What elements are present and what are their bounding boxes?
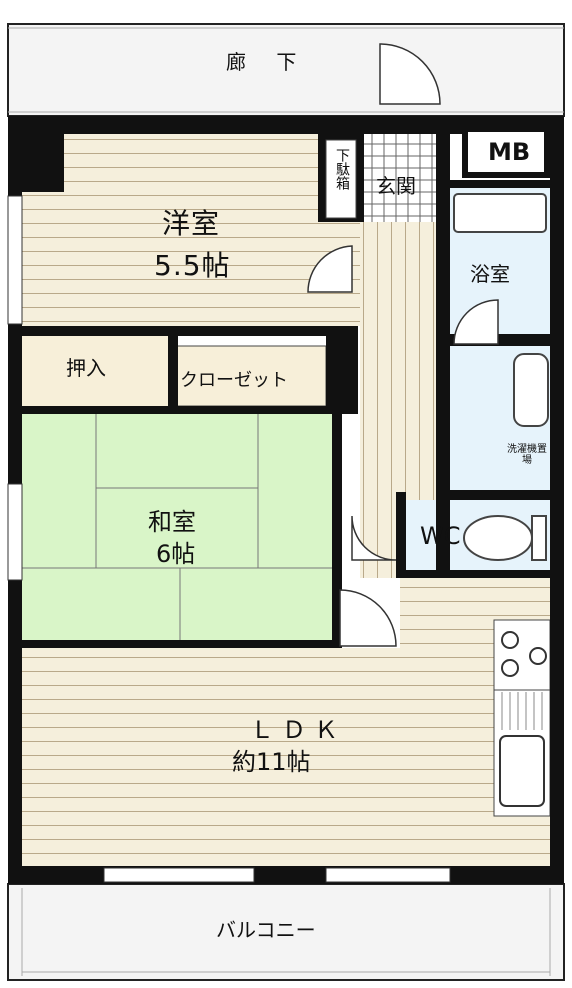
entrance-floor	[362, 120, 436, 222]
closet-label: クローゼット	[180, 370, 288, 391]
corridor-label: 廊 下	[226, 50, 309, 74]
closet-floor	[175, 345, 327, 407]
western-room-size: 5.5帖	[154, 249, 231, 282]
toilet	[463, 515, 533, 561]
kitchen-counter	[493, 619, 551, 817]
japanese-room-label: 和室	[148, 508, 196, 536]
shoe-box-label: 下駄箱	[334, 148, 350, 190]
ldk-label: ＬＤＫ	[250, 716, 346, 744]
bathroom-label: 浴室	[470, 262, 510, 286]
wc-label: WC	[420, 522, 461, 550]
laundry-label: 洗濯機置場	[507, 444, 547, 466]
corridor-area	[7, 23, 565, 117]
mb-label: MB	[488, 138, 531, 166]
entrance-label: 玄関	[376, 174, 416, 198]
ldk-floor	[22, 648, 550, 872]
western-room-floor	[22, 132, 360, 326]
japanese-room-size: 6帖	[156, 540, 196, 568]
oshiire-label: 押入	[66, 356, 106, 380]
bathtub	[453, 193, 547, 233]
japanese-room-floor	[22, 414, 332, 640]
ldk-size: 約11帖	[232, 748, 311, 776]
oshiire-floor	[22, 336, 168, 408]
western-room-label: 洋室	[162, 207, 221, 240]
washbasin	[513, 353, 549, 427]
balcony-label: バルコニー	[216, 918, 316, 942]
